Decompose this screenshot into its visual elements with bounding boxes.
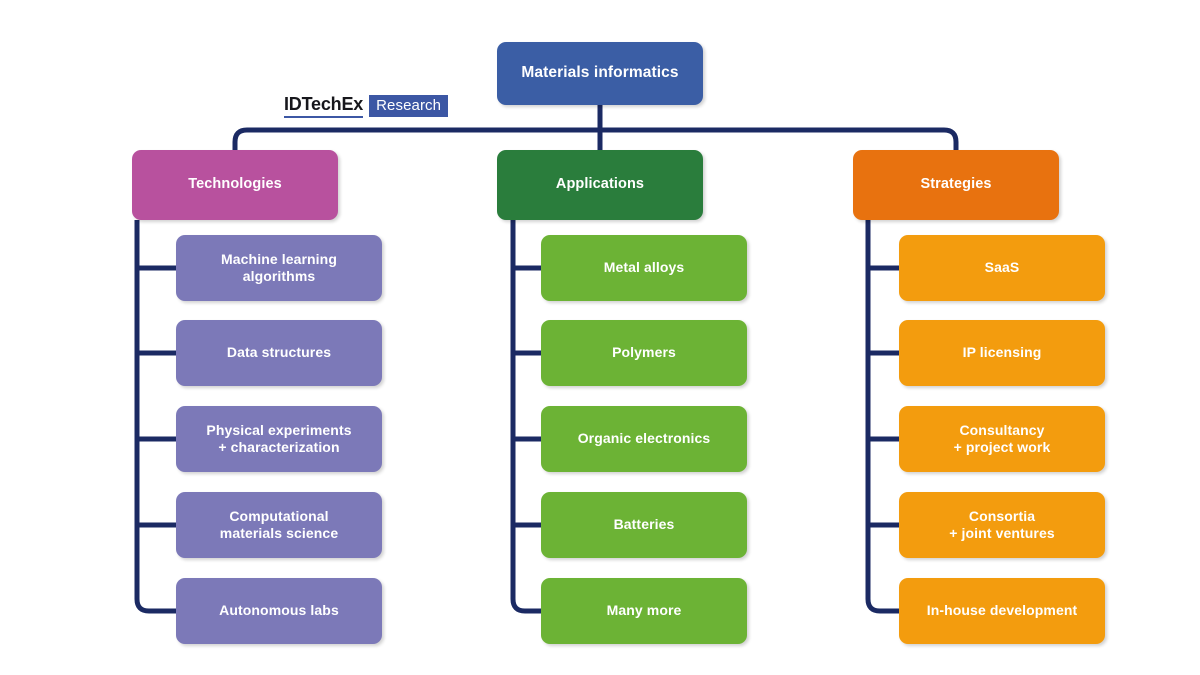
connector-path-4: [134, 220, 176, 614]
node-leaf-applications-1: Metal alloys: [541, 235, 747, 301]
node-leaf-strategies-2: IP licensing: [899, 320, 1105, 386]
node-leaf-technologies-5: Autonomous labs: [176, 578, 382, 644]
connector-path-9: [510, 220, 541, 614]
node-leaf-strategies-1: SaaS: [899, 235, 1105, 301]
node-leaf-applications-5: Many more: [541, 578, 747, 644]
idtechex-logo: IDTechEx Research: [284, 94, 449, 118]
node-leaf-technologies-1: Machine learning algorithms: [176, 235, 382, 301]
node-leaf-strategies-4: Consortia + joint ventures: [899, 492, 1105, 558]
connector-path-2: [232, 127, 959, 150]
node-branch-technologies: Technologies: [132, 150, 338, 220]
logo-wordmark: IDTechEx: [284, 94, 363, 118]
connector-path-14: [865, 220, 899, 614]
node-leaf-technologies-4: Computational materials science: [176, 492, 382, 558]
node-leaf-strategies-5: In-house development: [899, 578, 1105, 644]
node-leaf-applications-4: Batteries: [541, 492, 747, 558]
node-leaf-applications-2: Polymers: [541, 320, 747, 386]
node-leaf-technologies-3: Physical experiments + characterization: [176, 406, 382, 472]
node-branch-applications: Applications: [497, 150, 703, 220]
node-branch-strategies: Strategies: [853, 150, 1059, 220]
node-leaf-applications-3: Organic electronics: [541, 406, 747, 472]
node-leaf-technologies-2: Data structures: [176, 320, 382, 386]
node-leaf-strategies-3: Consultancy + project work: [899, 406, 1105, 472]
logo-research-badge: Research: [369, 95, 449, 117]
node-root: Materials informatics: [497, 42, 703, 105]
